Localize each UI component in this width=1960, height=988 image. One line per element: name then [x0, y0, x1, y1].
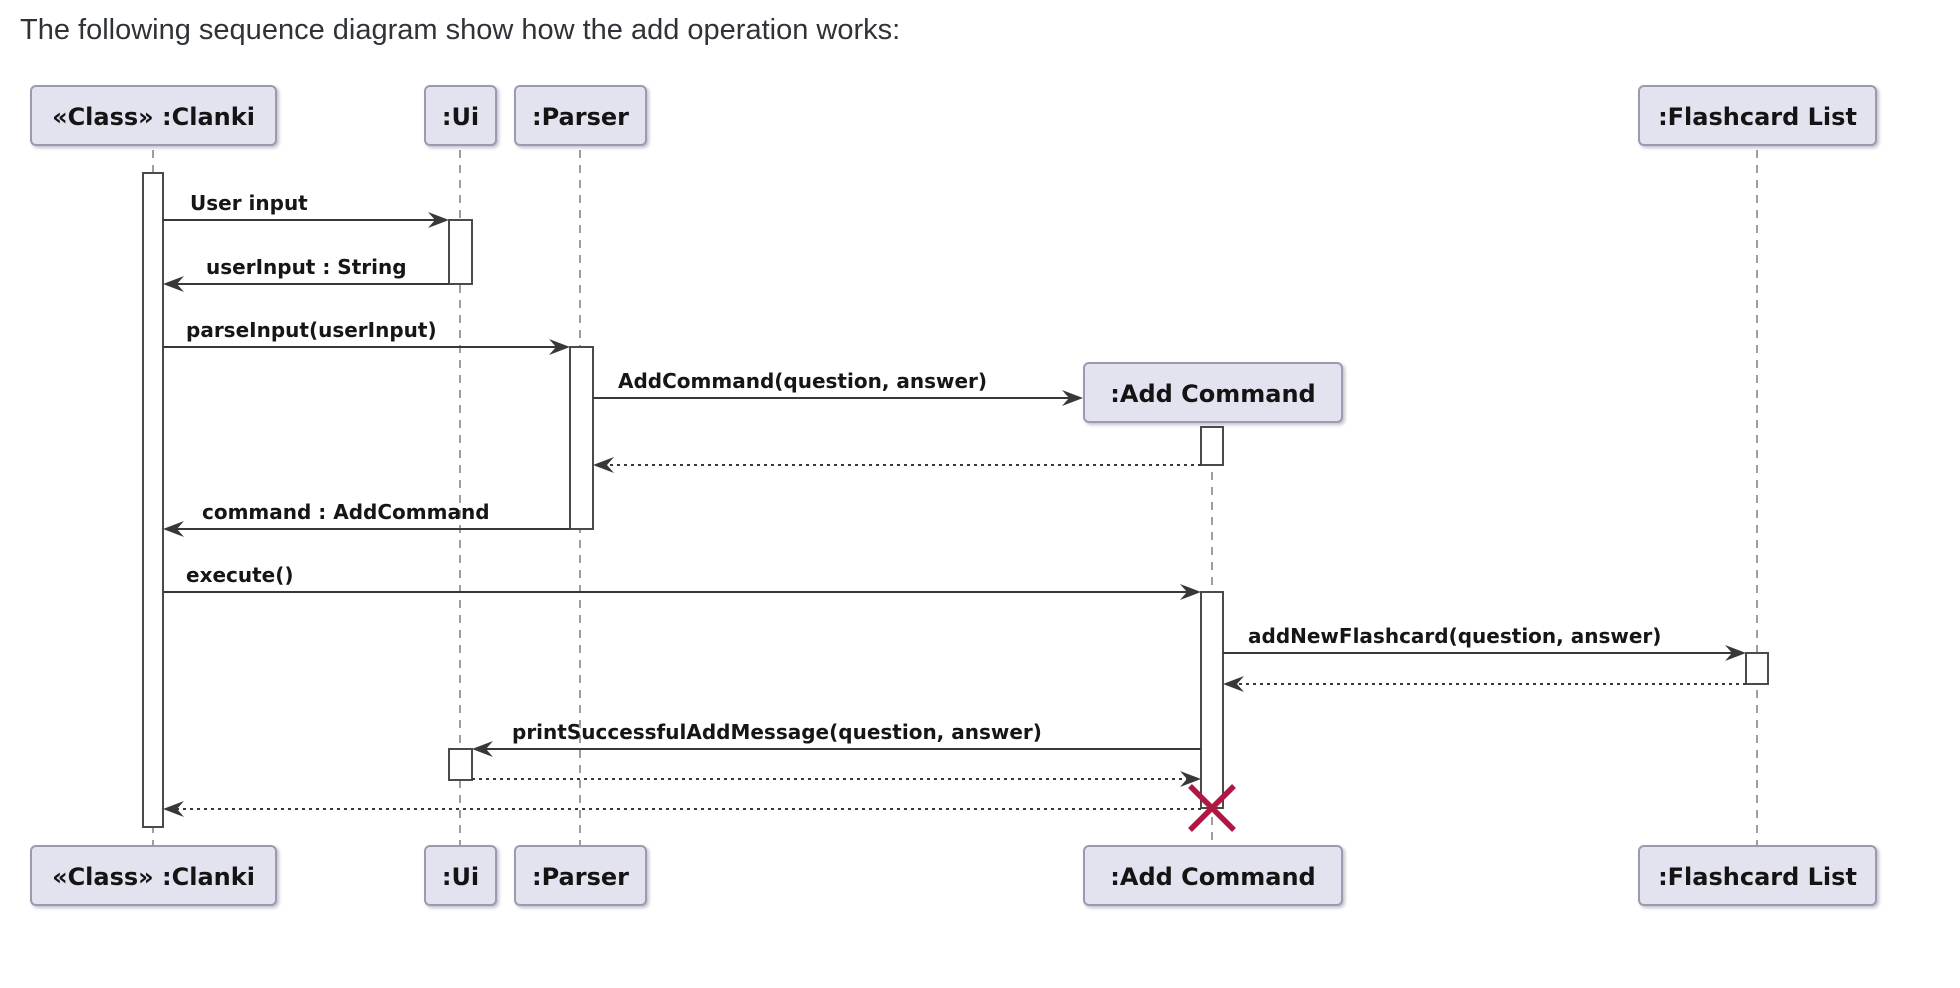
activation-parser	[569, 346, 594, 530]
message-label-printsuccessfuladdmessage: printSuccessfulAddMessage(question, answ…	[512, 720, 1042, 744]
message-label-addcommand-create: AddCommand(question, answer)	[618, 369, 988, 393]
message-label-command-addcommand: command : AddCommand	[202, 500, 490, 524]
arrowhead-return-to-parser	[593, 457, 614, 473]
participant-box-ui-top: :Ui	[424, 85, 497, 146]
message-label-execute: execute()	[186, 563, 294, 587]
arrowhead-command-addcommand	[163, 521, 184, 537]
message-label-parseinput: parseInput(userInput)	[186, 318, 437, 342]
activation-ui-1	[448, 219, 473, 285]
activation-flashcard-list	[1745, 652, 1769, 685]
message-label-addnewflashcard: addNewFlashcard(question, answer)	[1248, 624, 1662, 648]
activation-add-command-constructor	[1200, 426, 1224, 466]
destroy-x-icon	[1188, 784, 1236, 832]
activation-ui-2	[448, 748, 473, 781]
page-title: The following sequence diagram show how …	[20, 14, 901, 46]
arrowhead-execute	[1180, 584, 1201, 600]
arrowhead-printsuccessfuladdmessage	[472, 741, 493, 757]
arrowhead-return-to-addcommand	[1223, 676, 1244, 692]
participant-box-clanki-top: «Class» :Clanki	[30, 85, 277, 146]
participant-box-flashcard-list-bottom: :Flashcard List	[1638, 845, 1877, 906]
arrowhead-userinput-string	[163, 276, 184, 292]
message-label-user-input: User input	[190, 191, 308, 215]
arrowhead-addcommand-create	[1062, 390, 1083, 406]
activation-clanki	[142, 172, 164, 828]
arrowhead-parseinput	[549, 339, 570, 355]
participant-box-flashcard-list-top: :Flashcard List	[1638, 85, 1877, 146]
arrowhead-addnewflashcard	[1725, 645, 1746, 661]
participant-box-ui-bottom: :Ui	[424, 845, 497, 906]
arrowhead-return-ui-to-addcommand	[1180, 771, 1201, 787]
participant-box-clanki-bottom: «Class» :Clanki	[30, 845, 277, 906]
participant-box-parser-bottom: :Parser	[514, 845, 647, 906]
message-label-userinput-string: userInput : String	[206, 255, 407, 279]
arrowhead-user-input	[428, 212, 449, 228]
activation-add-command-execute	[1200, 591, 1224, 809]
arrowhead-return-to-clanki	[163, 801, 184, 817]
participant-box-add-command-created: :Add Command	[1083, 362, 1343, 423]
participant-box-add-command-bottom: :Add Command	[1083, 845, 1343, 906]
participant-box-parser-top: :Parser	[514, 85, 647, 146]
